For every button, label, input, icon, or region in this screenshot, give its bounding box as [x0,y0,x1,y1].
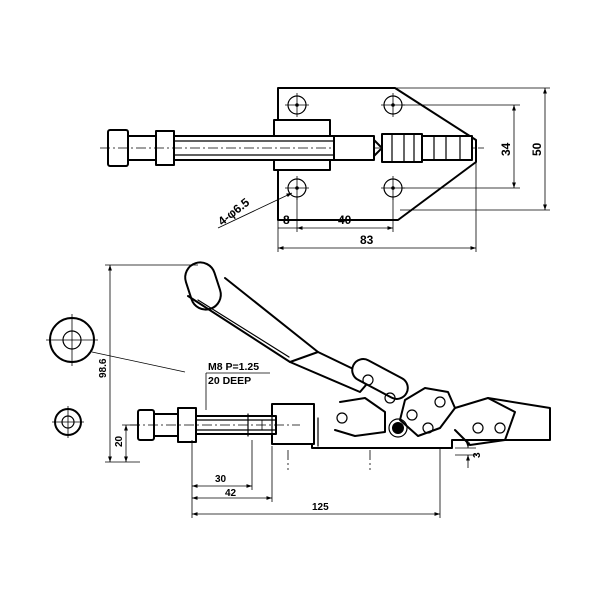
thread-callout: M8 P=1.25 20 DEEP [205,361,270,410]
top-view: 8 40 83 34 50 4-φ6.5 [100,87,550,252]
dim-overall-height: 98.6 [98,358,109,378]
hole-callout-leader [217,192,293,229]
mounting-hole [381,176,405,200]
mounting-hole [285,93,309,117]
thread-depth: 20 DEEP [208,375,251,387]
dim-hole-pitch-vertical: 34 [499,142,513,156]
dim-stroke-30: 30 [215,474,227,485]
mounting-hole [381,93,405,117]
dim-hole-spacing: 40 [338,213,352,227]
end-view-small [52,406,84,438]
dim-rod-height: 20 [114,435,125,447]
dim-hole-offset: 8 [283,213,290,227]
dim-stroke-offset: 3 [472,452,483,458]
dim-base-length: 83 [360,233,374,247]
side-view: M8 P=1.25 20 DEEP 98.6 20 3 [46,261,551,518]
end-view-large [46,314,98,366]
plunger-side [130,407,300,443]
linkage [334,358,551,446]
dim-hole-callout: 4-φ6.5 [215,195,252,228]
top-view-dimensions: 8 40 83 34 50 4-φ6.5 [215,87,550,252]
mounting-hole [285,176,309,200]
dim-base-height: 50 [530,142,544,156]
thread-spec: M8 P=1.25 [208,361,259,373]
dim-stroke-42: 42 [225,488,237,499]
side-view-dimensions: 98.6 20 3 30 42 125 [98,264,483,518]
plunger [100,129,484,167]
dim-overall-length: 125 [312,502,329,513]
